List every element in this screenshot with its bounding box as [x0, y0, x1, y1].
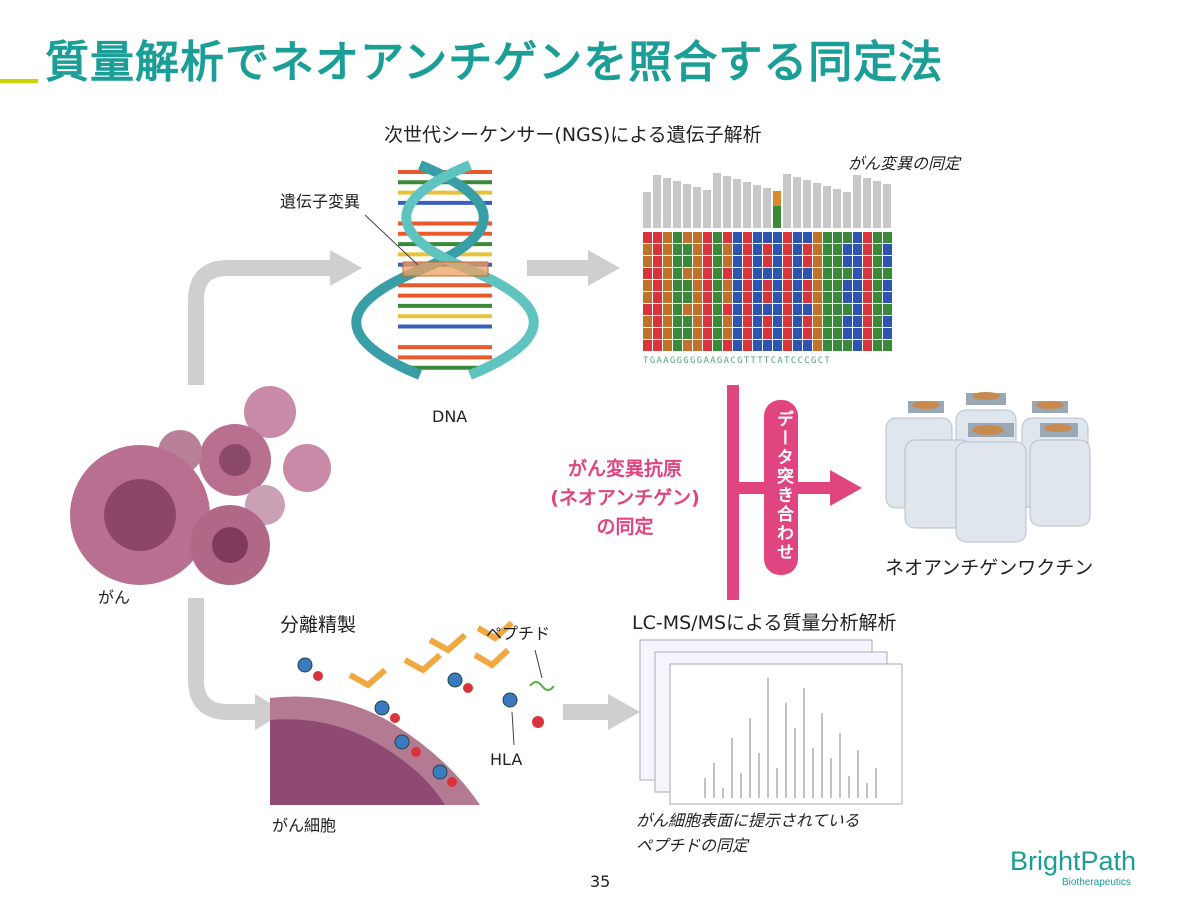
- hla-label: HLA: [490, 750, 523, 769]
- cancer-cells-image: [70, 386, 331, 585]
- title-accent-bar: [0, 79, 38, 83]
- logo-sub: Biotherapeutics: [1062, 877, 1131, 888]
- mass-spectra-image: [639, 639, 903, 805]
- data-merge-arrow: [727, 385, 862, 600]
- vaccine-vials-image: [885, 392, 1091, 543]
- dna-label: DNA: [432, 407, 468, 426]
- ngs-heading: 次世代シーケンサー(NGS)による遺伝子解析: [384, 124, 762, 146]
- arrow-to-dna: [188, 260, 330, 385]
- page-title: 質量解析でネオアンチゲンを照合する同定法: [45, 37, 944, 88]
- mutation-highlight: [402, 261, 489, 277]
- flow-arrows: [188, 260, 610, 720]
- data-match-label: データ突き合わせ: [773, 410, 793, 562]
- cancer-cell-surface-image: [270, 620, 555, 805]
- vaccine-label: ネオアンチゲンワクチン: [885, 557, 1094, 579]
- mutation-label: 遺伝子変異: [280, 192, 361, 211]
- neoantigen-identification: がん変異抗原 (ネオアンチゲン) の同定: [520, 455, 730, 542]
- antigen-line-1: がん変異抗原: [567, 458, 682, 480]
- lcms-heading: LC-MS/MSによる質量分析解析: [632, 612, 897, 634]
- lcms-caption-2: ペプチドの同定: [636, 836, 749, 855]
- logo-name: BrightPath: [1010, 846, 1137, 876]
- cancer-label: がん: [98, 588, 131, 607]
- cancer-cell-label: がん細胞: [272, 816, 337, 835]
- dna-helix-icon: [351, 160, 539, 380]
- arrow-to-cell: [188, 598, 255, 720]
- arrowhead-ngs: [588, 250, 620, 286]
- ngs-sequence: TGAAGGGGGAAGACGTTTTCATCCCGCT: [643, 356, 832, 366]
- peptide-label: ペプチド: [486, 624, 551, 643]
- purify-heading: 分離精製: [280, 614, 357, 636]
- ngs-coverage-bars: [643, 173, 891, 228]
- ngs-read-alignment: [643, 232, 892, 351]
- arrowhead-lcms: [608, 694, 640, 730]
- arrowhead-dna: [330, 250, 362, 286]
- brightpath-logo: BrightPath Biotherapeutics: [1010, 846, 1136, 888]
- lcms-caption-1: がん細胞表面に提示されている: [636, 811, 860, 830]
- antigen-line-2: (ネオアンチゲン): [550, 487, 700, 509]
- page-number: 35: [590, 872, 611, 891]
- ngs-identify-label: がん変異の同定: [848, 154, 961, 173]
- antigen-line-3: の同定: [596, 516, 654, 538]
